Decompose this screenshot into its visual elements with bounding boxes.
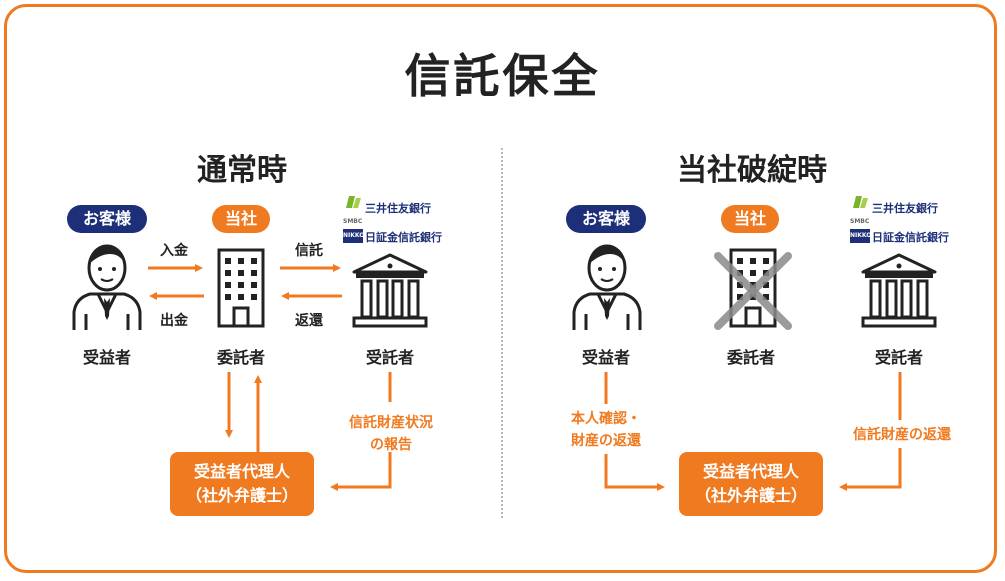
outer-frame bbox=[4, 4, 997, 573]
role-beneficiary: 受益者 bbox=[82, 348, 131, 367]
company-badge: 当社 bbox=[212, 205, 270, 233]
label-trust: 信託 bbox=[295, 243, 323, 259]
trust-bank-icon bbox=[352, 253, 428, 328]
trust-bank-icon bbox=[861, 253, 937, 328]
section-divider bbox=[501, 148, 503, 518]
role-trustor: 委託者 bbox=[726, 348, 775, 367]
beneficiary-agent-box: 受益者代理人 （社外弁護士） bbox=[170, 452, 314, 516]
section-heading-bankrupt: 当社破綻時 bbox=[677, 153, 827, 188]
arrow-verify-bottom bbox=[604, 454, 665, 491]
label-withdrawal: 出金 bbox=[160, 313, 188, 329]
nikko-logo-icon: NIKKO bbox=[850, 229, 871, 243]
smbc-logo-icon bbox=[853, 196, 868, 208]
customer-badge-bankrupt: お客様 bbox=[566, 205, 646, 233]
label-report: 信託財産状況 の報告 bbox=[336, 412, 446, 456]
smbc-mark: SMBC bbox=[850, 218, 870, 225]
beneficiary-agent-box: 受益者代理人 （社外弁護士） bbox=[679, 452, 823, 516]
role-trustee: 受託者 bbox=[874, 348, 923, 367]
smbc-mark: SMBC bbox=[343, 218, 363, 225]
section-heading-normal: 通常時 bbox=[197, 153, 287, 188]
beneficiary-person-icon bbox=[72, 244, 142, 330]
label-verify-return: 本人確認・ 財産の返還 bbox=[558, 408, 654, 452]
bankrupt-building-icon bbox=[714, 248, 792, 330]
label-return: 返還 bbox=[295, 313, 323, 329]
company-building-icon bbox=[217, 248, 265, 328]
arrow-trust-return-bottom bbox=[839, 448, 902, 491]
bank-name-nikko: 日証金信託銀行 bbox=[872, 231, 949, 244]
label-trust-return: 信託財産の返還 bbox=[838, 424, 966, 446]
bank-name-nikko: 日証金信託銀行 bbox=[365, 231, 442, 244]
role-trustee: 受託者 bbox=[365, 348, 414, 367]
role-beneficiary: 受益者 bbox=[581, 348, 630, 367]
bank-name-smbc: 三井住友銀行 bbox=[872, 202, 938, 215]
arrow-report-bottom bbox=[330, 452, 392, 491]
company-badge-bankrupt: 当社 bbox=[721, 205, 779, 233]
role-trustor: 委託者 bbox=[216, 348, 265, 367]
smbc-logo-icon bbox=[346, 196, 361, 208]
page-title: 信託保全 bbox=[404, 49, 601, 103]
beneficiary-person-icon bbox=[572, 244, 642, 330]
customer-badge: お客様 bbox=[67, 205, 147, 233]
label-deposit: 入金 bbox=[160, 243, 188, 259]
nikko-logo-icon: NIKKO bbox=[343, 229, 364, 243]
bank-name-smbc: 三井住友銀行 bbox=[365, 202, 431, 215]
